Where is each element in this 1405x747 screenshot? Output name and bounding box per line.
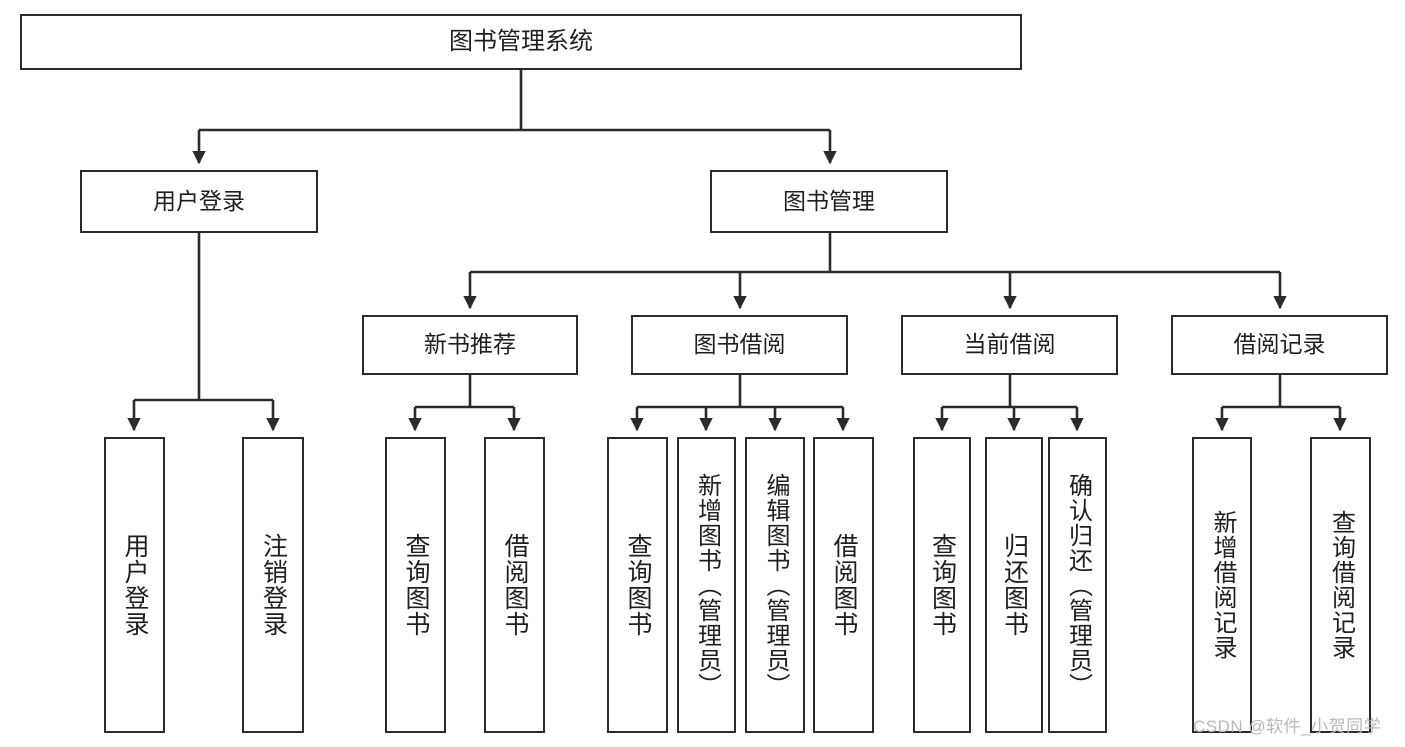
node-label: 图书借阅	[693, 331, 786, 358]
leaf-query-book-borrow[interactable]: 查询图书	[607, 437, 668, 733]
watermark: CSDN @软件_小贺同学	[1193, 717, 1382, 736]
node-user-login[interactable]: 用户登录	[80, 170, 318, 233]
leaf-logout[interactable]: 注销登录	[242, 437, 304, 733]
leaf-borrow-book-recommend[interactable]: 借阅图书	[484, 437, 545, 733]
node-label: 借阅图书	[830, 533, 858, 637]
leaf-add-borrow-record[interactable]: 新增借阅记录	[1192, 437, 1252, 733]
node-label: 归还图书	[1000, 533, 1029, 637]
node-label: 用户登录	[153, 187, 245, 214]
leaf-confirm-return-admin[interactable]: 确认归还（管理员）	[1048, 437, 1107, 733]
leaf-query-book-recommend[interactable]: 查询图书	[385, 437, 446, 733]
node-label: 借阅图书	[501, 533, 529, 637]
node-borrow-record[interactable]: 借阅记录	[1171, 315, 1388, 375]
node-current-borrow[interactable]: 当前借阅	[901, 315, 1118, 375]
node-label: 查询图书	[624, 533, 652, 637]
node-label: 编辑图书（管理员）	[762, 472, 789, 698]
node-root[interactable]: 图书管理系统	[20, 14, 1022, 70]
node-label: 图书管理	[783, 187, 875, 214]
node-label: 新增借阅记录	[1209, 510, 1236, 660]
node-book-borrow[interactable]: 图书借阅	[631, 315, 848, 375]
leaf-borrow-book[interactable]: 借阅图书	[813, 437, 874, 733]
node-label: 用户登录	[121, 533, 149, 637]
leaf-user-login[interactable]: 用户登录	[104, 437, 165, 733]
node-label: 新书推荐	[424, 331, 516, 358]
node-new-book-recommend[interactable]: 新书推荐	[362, 315, 578, 375]
leaf-add-book-admin[interactable]: 新增图书（管理员）	[677, 437, 736, 733]
node-label: 借阅记录	[1233, 331, 1326, 358]
leaf-return-book[interactable]: 归还图书	[985, 437, 1043, 733]
leaf-edit-book-admin[interactable]: 编辑图书（管理员）	[745, 437, 805, 733]
node-label: 新增图书（管理员）	[693, 472, 721, 698]
node-label: 查询图书	[928, 533, 957, 637]
node-label: 当前借阅	[963, 331, 1056, 358]
node-book-management[interactable]: 图书管理	[710, 170, 948, 233]
node-label: 查询图书	[402, 533, 430, 637]
node-label: 注销登录	[259, 533, 288, 637]
node-label: 确认归还（管理员）	[1064, 472, 1092, 698]
node-label: 查询借阅记录	[1327, 510, 1355, 660]
node-label: 图书管理系统	[449, 27, 593, 55]
leaf-query-book-current[interactable]: 查询图书	[913, 437, 971, 733]
leaf-query-borrow-record[interactable]: 查询借阅记录	[1310, 437, 1371, 733]
